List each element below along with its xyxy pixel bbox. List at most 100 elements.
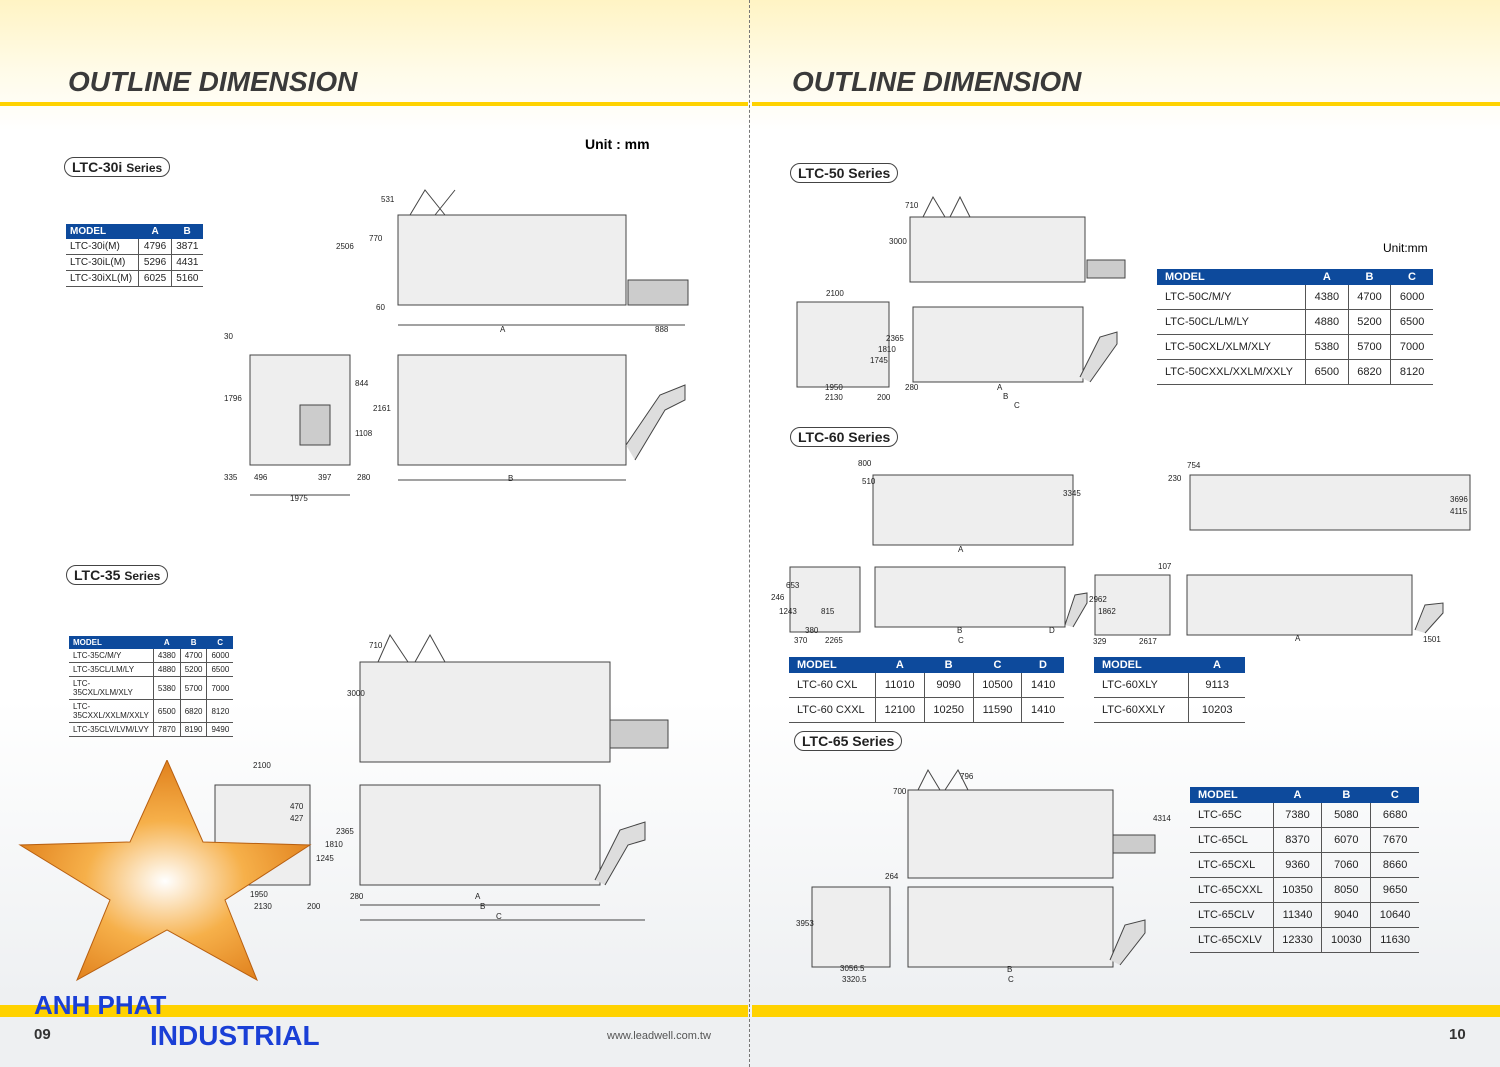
unit-label: Unit : mm — [585, 136, 650, 152]
table-cell: 8120 — [1390, 359, 1433, 385]
table-cell: 7670 — [1370, 827, 1419, 853]
dimension-label: C — [1008, 975, 1014, 984]
dimension-label: 815 — [821, 607, 835, 616]
dimension-label: 246 — [771, 593, 785, 602]
column-header: A — [1273, 787, 1322, 803]
column-header: A — [1188, 657, 1245, 673]
dimension-label: 800 — [858, 459, 872, 468]
table-cell: 5380 — [1305, 334, 1349, 360]
table-cell: 6500 — [1390, 309, 1433, 335]
table-cell: 5296 — [138, 254, 172, 271]
dimension-label: 1950 — [825, 383, 843, 392]
table-cell: LTC-35CLV/LVM/LVY — [69, 722, 154, 737]
table-cell: LTC-50CL/LM/LY — [1157, 309, 1306, 335]
divider — [0, 102, 748, 106]
table-cell: LTC-50CXL/XLM/XLY — [1157, 334, 1306, 360]
website-link[interactable]: www.leadwell.com.tw — [607, 1030, 711, 1042]
series-label-ltc65: LTC-65 Series — [794, 731, 903, 751]
table-cell: 4880 — [152, 662, 181, 677]
table-cell: LTC-35CL/LM/LY — [69, 662, 154, 677]
series-suffix: Series — [124, 569, 161, 583]
dimension-label: 710 — [369, 641, 383, 650]
dimension-label: 1108 — [355, 429, 373, 438]
table-cell: 8660 — [1370, 852, 1419, 878]
table-cell: 5700 — [179, 676, 207, 700]
dimension-label: 4115 — [1450, 507, 1468, 516]
table-cell: 10030 — [1321, 927, 1371, 953]
table-cell: LTC-60XLY — [1094, 673, 1189, 698]
column-header: A — [875, 657, 925, 673]
table-cell: 12100 — [874, 697, 925, 723]
table-cell: 6820 — [179, 699, 207, 723]
dimension-label: B — [480, 902, 486, 911]
dimension-label: 3345 — [1063, 489, 1081, 498]
dimension-label: 280 — [905, 383, 919, 392]
table-cell: 4700 — [179, 649, 207, 663]
dimension-label: 107 — [1158, 562, 1172, 571]
dimension-label: A — [958, 545, 964, 554]
right-page-title: OUTLINE DIMENSION — [792, 66, 1082, 97]
dimension-label: 844 — [355, 379, 369, 388]
dimension-label: 531 — [381, 195, 395, 204]
table-cell: 11590 — [972, 697, 1022, 723]
column-header: B — [180, 636, 207, 649]
table-cell: 10500 — [972, 673, 1022, 698]
dimension-label: 2100 — [253, 761, 271, 770]
ltc50-drawing — [796, 195, 1126, 388]
table-cell: 5380 — [152, 676, 181, 700]
dimension-label: 1243 — [779, 607, 797, 616]
column-header: A — [153, 636, 181, 649]
table-cell: LTC-60 CXXL — [789, 697, 876, 723]
table-cell: 10640 — [1370, 902, 1419, 928]
table-cell: 5700 — [1347, 334, 1391, 360]
dimension-label: 1975 — [290, 494, 308, 503]
table-cell: 5200 — [179, 662, 207, 677]
table-cell: 11010 — [874, 673, 925, 698]
table-cell: 9090 — [923, 673, 974, 698]
table-cell: 11340 — [1272, 902, 1322, 928]
dimension-label: 510 — [862, 477, 876, 486]
dimension-label: B — [508, 474, 514, 483]
table-cell: 8120 — [206, 699, 234, 723]
table-cell: 6000 — [206, 649, 234, 663]
dimension-label: 700 — [893, 787, 907, 796]
dimension-label: B — [1003, 392, 1009, 401]
dimension-label: 496 — [254, 473, 268, 482]
dimension-label: 280 — [350, 892, 364, 901]
dimension-label: A — [475, 892, 481, 901]
table-cell: 10350 — [1272, 877, 1322, 903]
dimension-label: 264 — [885, 872, 899, 881]
table-cell: 5200 — [1347, 309, 1391, 335]
table-cell: 1410 — [1021, 673, 1064, 698]
table-cell: 6500 — [206, 662, 234, 677]
column-header: MODEL — [789, 657, 876, 673]
column-header: C — [1390, 269, 1433, 285]
dimension-label: 888 — [655, 325, 669, 334]
dimension-label: 1796 — [224, 394, 242, 403]
dimension-label: 2161 — [373, 404, 391, 413]
dimension-label: 2506 — [336, 242, 354, 251]
ltc65-drawing — [811, 768, 1156, 968]
column-header: MODEL — [1190, 787, 1274, 803]
table-cell: 1410 — [1021, 697, 1064, 723]
table-cell: 4380 — [152, 649, 181, 663]
dimension-label: 653 — [786, 581, 800, 590]
table-cell: 12330 — [1272, 927, 1322, 953]
